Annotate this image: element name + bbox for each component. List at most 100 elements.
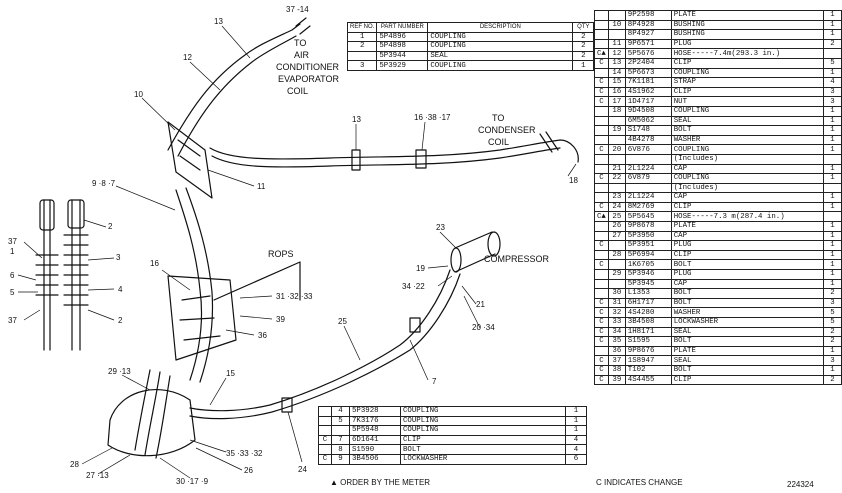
cell-ref: 25 — [607, 211, 626, 223]
cell-desc: BOLT — [670, 288, 824, 299]
compressor-body — [454, 231, 496, 273]
rops-bracket — [167, 275, 237, 361]
cell-pn: 5P4896 — [376, 31, 429, 43]
cell-pn: 4S1962 — [624, 86, 672, 98]
cell-qty: 3 — [822, 297, 842, 309]
cell-qty: 6 — [565, 453, 587, 465]
cell-ref: 14 — [607, 67, 626, 79]
cell-c — [594, 345, 609, 357]
callout-2c: 2 — [118, 316, 123, 325]
cell-pn: 3B4508 — [624, 317, 672, 328]
cell-c: C — [318, 453, 332, 465]
cell-desc: SEAL — [670, 355, 824, 366]
cell-desc: (Includes) — [670, 153, 824, 165]
cell-ref — [607, 182, 626, 194]
cell-qty: 2 — [822, 288, 842, 299]
clip-24 — [281, 397, 293, 413]
cell-pn: 5P5948 — [349, 425, 401, 436]
label-conditioner: CONDITIONER — [276, 62, 340, 72]
cell-ref: 32 — [607, 307, 626, 318]
callout-37a: 37 — [8, 237, 17, 246]
cell-c: C — [594, 374, 609, 386]
cell-qty: 2 — [822, 374, 842, 386]
cell-desc: NUT — [670, 96, 824, 107]
rops-line — [213, 261, 301, 301]
cell-qty: 2 — [572, 50, 595, 62]
cell-qty: 3 — [822, 86, 842, 98]
hose-condenser-inner — [211, 147, 561, 168]
callout-39: 39 — [276, 315, 285, 324]
cell-c: C — [594, 96, 609, 107]
cell-qty: 1 — [822, 278, 842, 290]
cell-ref: 29 — [607, 269, 626, 280]
hose-25 — [189, 269, 451, 412]
cell-desc: SEAL — [670, 326, 824, 338]
cell-ref: 20 — [607, 144, 626, 155]
callout-1: 1 — [10, 247, 15, 256]
callout-34-22: 34 ·22 — [402, 282, 425, 291]
cell-ref: 13 — [607, 57, 626, 69]
cell-qty: 3 — [822, 355, 842, 366]
callout-25: 25 — [338, 317, 347, 326]
cell-pn: T102 — [624, 364, 672, 376]
cell-c: C — [594, 144, 609, 155]
cell-desc: COUPLING — [400, 425, 566, 436]
cell-qty: 4 — [565, 444, 587, 455]
cell-c — [594, 163, 609, 175]
cell-ref: 11 — [607, 38, 626, 50]
cell-ref — [607, 153, 626, 165]
cell-ref: 39 — [607, 374, 626, 386]
cell-ref: 24 — [607, 201, 626, 213]
cell-desc: PLUG — [670, 269, 824, 280]
cell-c: C▲ — [594, 211, 609, 223]
cell-pn: 5P4898 — [376, 41, 429, 52]
cell-pn: 1K6705 — [624, 259, 672, 271]
cell-c — [318, 444, 332, 455]
cell-c — [594, 38, 609, 50]
cell-pn: S1595 — [624, 336, 672, 347]
clip-13-upper — [351, 149, 361, 171]
cell-c — [594, 115, 609, 127]
cell-c — [318, 406, 332, 417]
cell-qty: 1 — [822, 269, 842, 280]
cell-pn: 1D4717 — [624, 96, 672, 107]
label-to-cond: TO — [492, 113, 504, 123]
drawing-number: 224324 — [787, 480, 814, 489]
cell-desc: PLATE — [670, 345, 824, 357]
cell-desc: SEAL — [670, 115, 824, 127]
cell-pn: S1590 — [349, 444, 401, 455]
cell-pn: 9D4508 — [624, 105, 672, 117]
cell-c: C — [318, 434, 332, 446]
label-cond-coil: COIL — [488, 137, 509, 147]
cell-pn: S1748 — [624, 125, 672, 136]
cell-qty: 1 — [822, 192, 842, 203]
cell-pn: 7K1181 — [624, 77, 672, 88]
cell-qty: 1 — [565, 425, 587, 436]
cell-desc: BOLT — [670, 336, 824, 347]
cell-pn: 5P3944 — [376, 50, 429, 62]
cell-ref: 2 — [346, 41, 378, 52]
cell-desc: CLIP — [670, 249, 824, 261]
cell-c: C — [594, 86, 609, 98]
lower-plate-26 — [107, 389, 196, 457]
cell-c: C — [594, 173, 609, 184]
cell-desc: COUPLING — [400, 406, 566, 417]
cell-c: C — [594, 201, 609, 213]
cell-desc: PLATE — [670, 10, 824, 21]
cell-ref: 7 — [331, 434, 350, 446]
table-row: (Includes) — [594, 153, 842, 165]
